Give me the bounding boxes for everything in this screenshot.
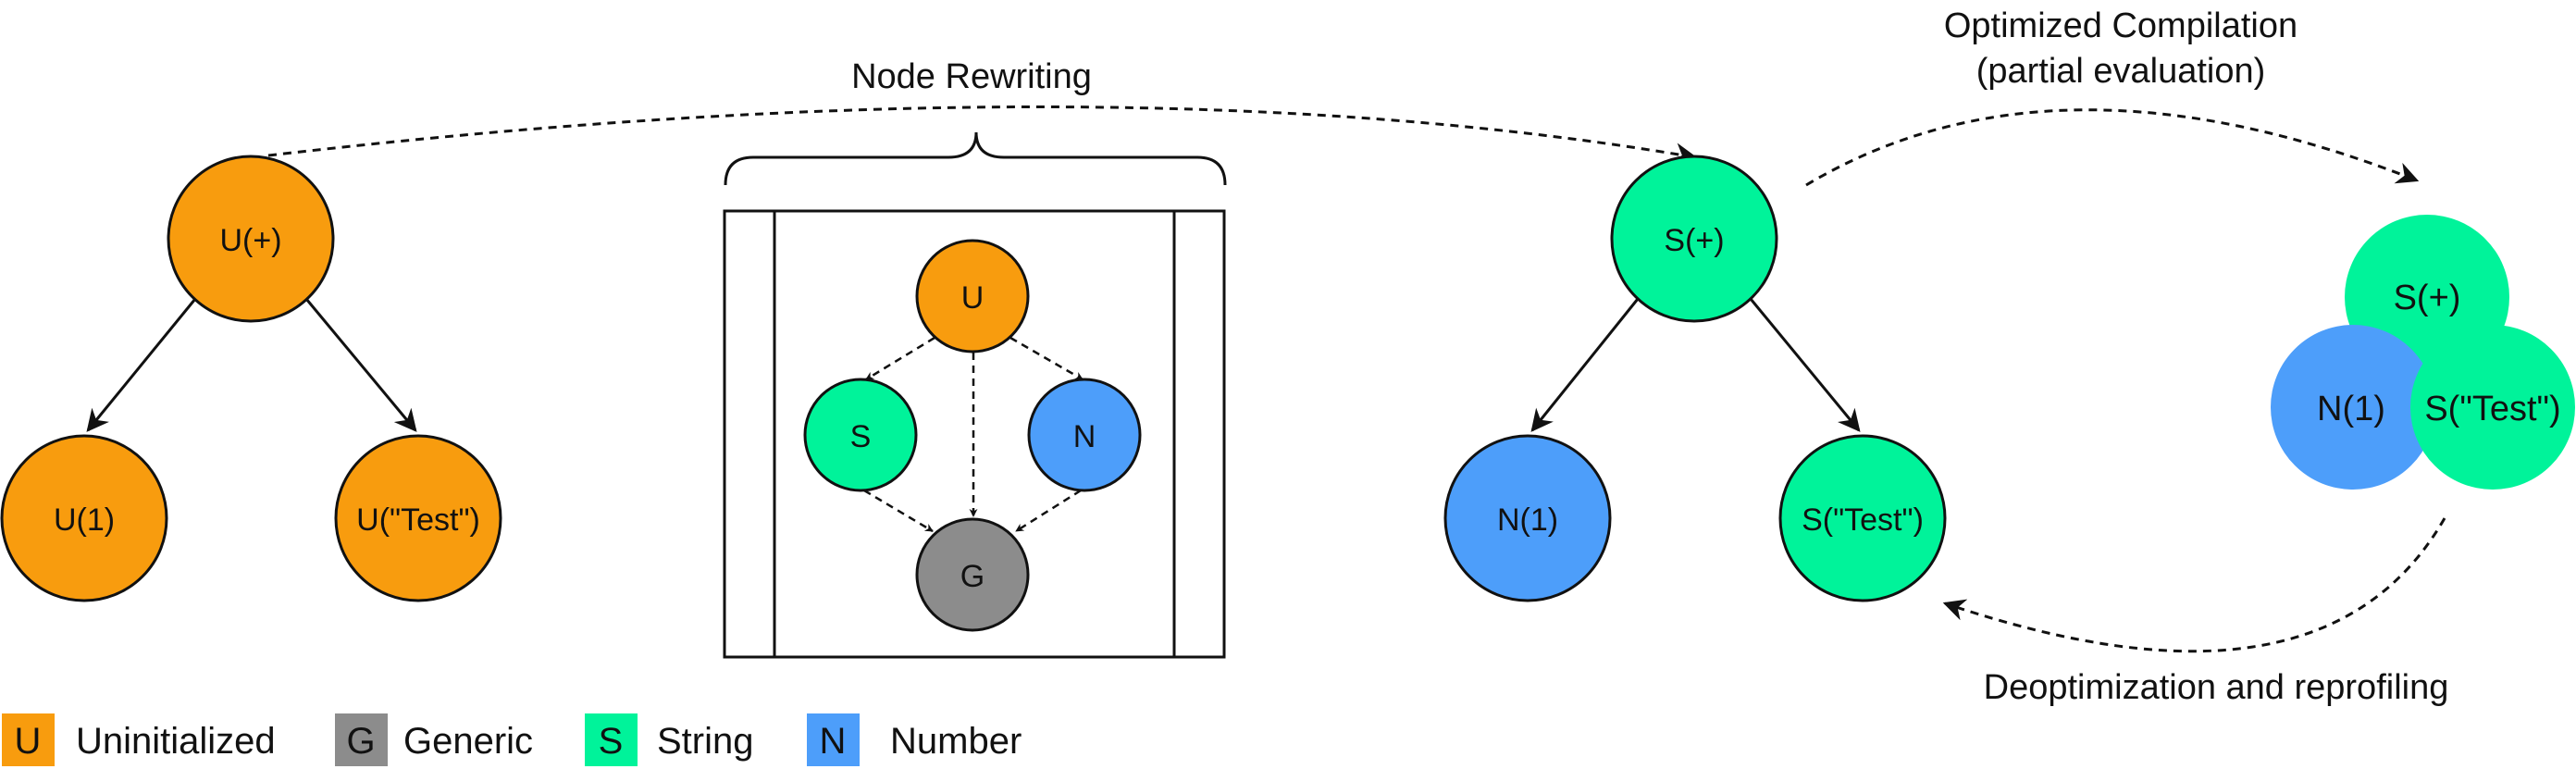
node-left-right [334,434,502,602]
edge-right-root-to-left [1530,298,1640,432]
compiled-node-right-label: S("Test") [2424,390,2560,428]
node-left-root-label: U(+) [219,223,281,258]
node-left-right-label: U("Test") [356,502,480,538]
legend-item-number: N Number [807,713,1022,766]
legend-swatch-number [807,713,860,766]
node-n-label: N [1073,419,1096,454]
node-right-root-label: S(+) [1664,223,1724,258]
node-g [915,517,1030,632]
legend-item-generic: G Generic [335,713,533,766]
node-n [1027,378,1142,492]
node-right-right-label: S("Test") [1802,502,1924,538]
node-left-left [0,434,168,602]
node-right-right [1778,434,1947,602]
node-rewriting-brace [724,131,1227,186]
legend-label-number: Number [890,721,1022,762]
legend-label-uninitialized: Uninitialized [76,721,276,762]
left-tree: U(+) U(1) U("Test") [0,155,502,602]
edge-right-root-to-right [1749,298,1861,432]
node-left-left-label: U(1) [54,502,115,538]
legend-letter-generic: G [346,721,375,762]
optimized-compilation-arrow [1805,108,2420,187]
node-u-label: U [961,280,985,316]
optimized-caption-line2: (partial evaluation) [1976,52,2266,91]
legend-swatch-uninitialized [2,713,55,766]
legend-letter-uninitialized: U [15,721,42,762]
legend-item-uninitialized: U Uninitialized [2,713,276,766]
deoptimization-arrow [1942,517,2446,653]
legend-item-string: S String [585,713,754,766]
node-s-label: S [850,419,872,454]
deopt-caption: Deoptimization and reprofiling [1984,668,2449,707]
legend-letter-number: N [820,721,847,762]
right-tree: S(+) N(1) S("Test") [1443,155,1947,602]
legend-swatch-generic [335,713,388,766]
node-right-root [1610,155,1778,323]
edge-left-root-to-left [86,298,197,432]
node-g-label: G [960,559,985,594]
edge-u-to-n [1009,336,1084,381]
rewriting-box: U S N G [723,209,1226,659]
edge-s-to-g [863,489,934,533]
node-rewriting-arrow [267,105,1698,166]
legend-letter-string: S [599,721,624,762]
edge-left-root-to-right [304,298,417,432]
legend: U Uninitialized G Generic S String N Num… [2,713,1022,766]
legend-label-string: String [657,721,754,762]
optimized-caption-line1: Optimized Compilation [1944,6,2297,45]
compiled-node-right [2410,325,2575,490]
node-rewriting-title: Node Rewriting [851,57,1092,96]
compiled-node-left [2271,325,2435,490]
node-left-root [167,155,335,323]
edge-u-to-s [865,336,935,381]
node-right-left-label: N(1) [1497,502,1558,538]
compiled-cluster: S(+) N(1) S("Test") [2271,215,2575,490]
compiled-node-left-label: N(1) [2317,390,2385,428]
compiled-node-top-label: S(+) [2394,279,2461,317]
node-u [915,239,1030,353]
legend-label-generic: Generic [403,721,533,762]
node-right-left [1443,434,1612,602]
legend-swatch-string [585,713,638,766]
node-s [803,378,918,492]
